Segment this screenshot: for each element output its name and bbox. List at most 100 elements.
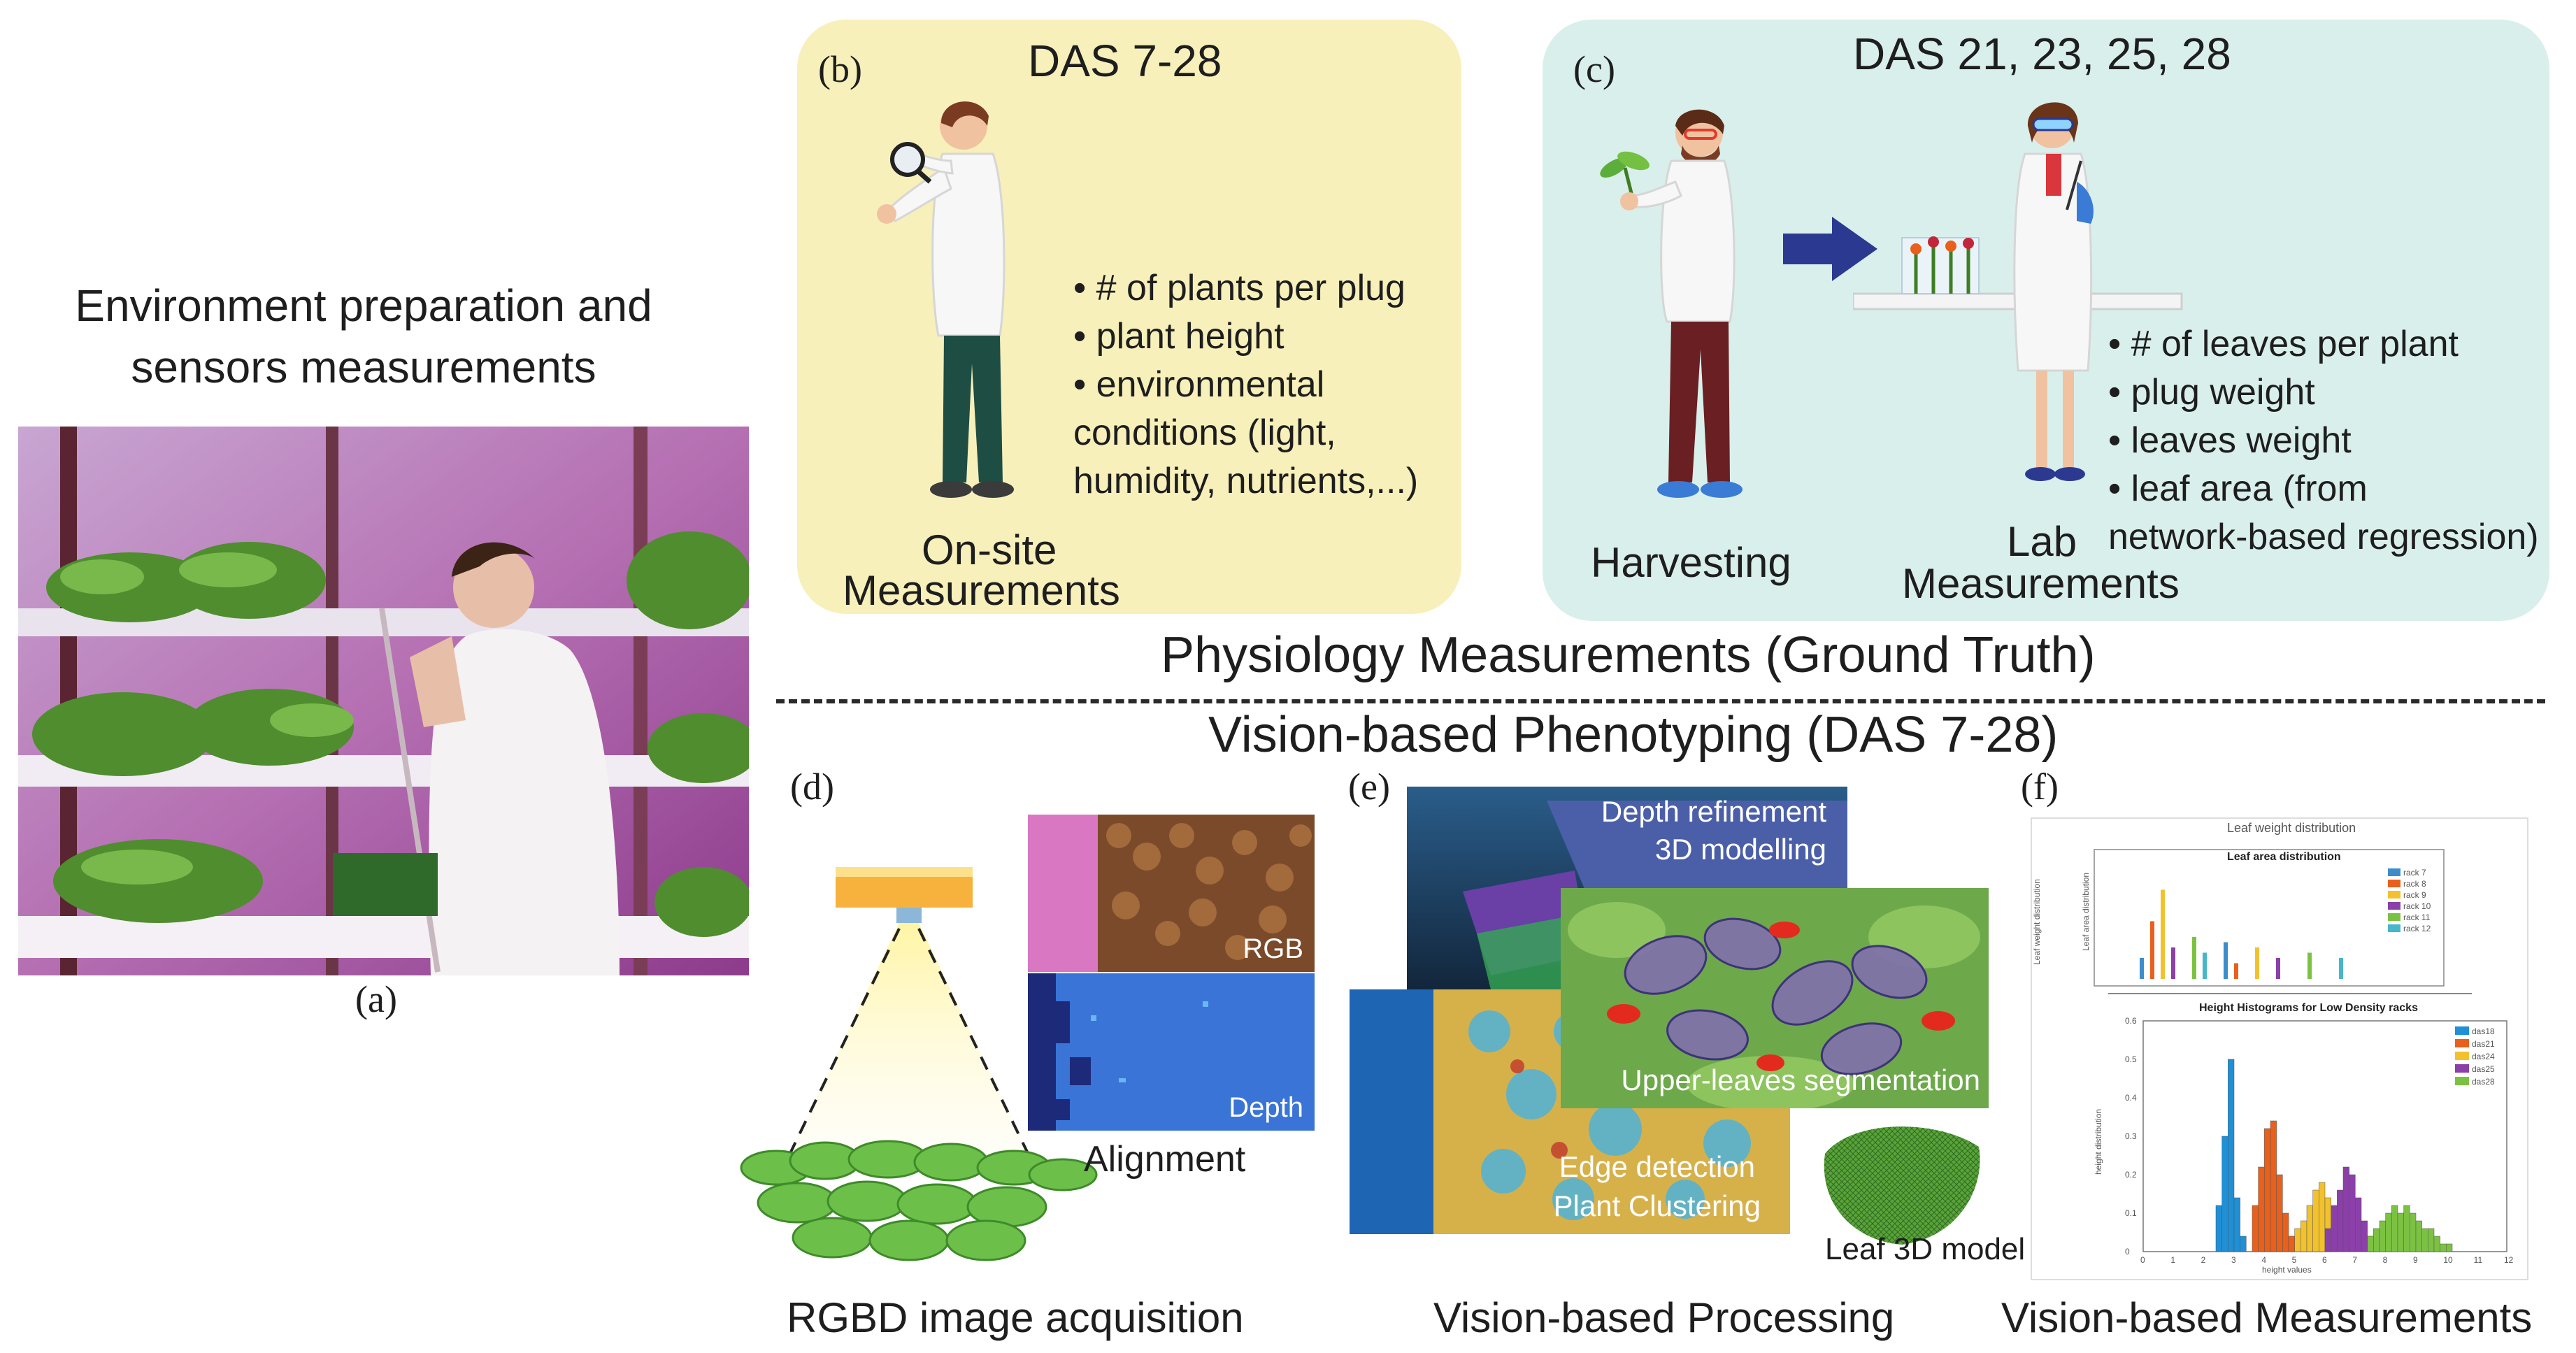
legend-swatch-das25 xyxy=(2455,1064,2469,1073)
panel-c-label: (c) xyxy=(1573,48,1615,90)
height-bar-das25 xyxy=(2355,1197,2362,1252)
legend-label-das28: das28 xyxy=(2472,1077,2495,1087)
panel-a-title-line2: sensors measurements xyxy=(131,342,596,392)
leaf-legend-swatch-1 xyxy=(2388,880,2400,887)
leaf-legend-label-3: rack 10 xyxy=(2403,901,2431,911)
height-xtick: 12 xyxy=(2504,1255,2514,1265)
height-bar-das21 xyxy=(2282,1212,2289,1252)
rgb-label: RGB xyxy=(1243,933,1303,964)
height-ytick: 0.4 xyxy=(2125,1093,2137,1103)
height-bar-das28 xyxy=(2446,1243,2453,1252)
physiology-section-title: Physiology Measurements (Ground Truth) xyxy=(1161,627,2096,683)
leaf-legend-label-1: rack 8 xyxy=(2403,879,2426,889)
height-xtick: 7 xyxy=(2352,1255,2357,1265)
panel-b-bullet-1: • # of plants per plug xyxy=(1073,268,1405,308)
height-xtick: 2 xyxy=(2201,1255,2206,1265)
leaf-weight-title: Leaf weight distribution xyxy=(2227,821,2356,835)
leaf-legend-swatch-4 xyxy=(2388,913,2400,921)
leaf-legend-label-2: rack 9 xyxy=(2403,890,2426,900)
panel-b-bullet-2: • plant height xyxy=(1073,316,1285,357)
height-xtick: 1 xyxy=(2170,1255,2175,1265)
harvesting-caption: Harvesting xyxy=(1591,539,1791,586)
height-bar-das28 xyxy=(2367,1236,2374,1252)
height-bar-das21 xyxy=(2258,1166,2265,1252)
height-bar-das28 xyxy=(2379,1220,2386,1252)
depth-image: Depth xyxy=(1028,973,1315,1131)
edge-detection-label: Edge detection xyxy=(1559,1150,1755,1183)
leaf-area-bar xyxy=(2171,947,2175,979)
height-bar-das28 xyxy=(2440,1243,2447,1252)
leaf-area-bar xyxy=(2140,958,2144,979)
panel-c-bullet-1: • # of leaves per plant xyxy=(2108,324,2459,364)
camera-illustration xyxy=(734,867,1126,1273)
legend-label-das21: das21 xyxy=(2472,1039,2495,1049)
height-xtick: 11 xyxy=(2474,1255,2483,1265)
height-xtick: 3 xyxy=(2231,1255,2236,1265)
scientist-harvesting-illustration xyxy=(1580,91,1769,503)
panel-b-title: DAS 7-28 xyxy=(1028,36,1222,86)
leaf-weight-ylabel: Leaf weight distribution xyxy=(2032,879,2042,965)
leaf-legend-label-5: rack 12 xyxy=(2403,924,2431,933)
leaf-area-bar xyxy=(2161,889,2165,979)
panel-c-bullet-3: • leaves weight xyxy=(2108,420,2352,461)
panel-b-caption-line1: On-site xyxy=(922,527,1057,573)
leaf-legend-swatch-5 xyxy=(2388,924,2400,932)
panel-b-bullet-5: humidity, nutrients,...) xyxy=(1073,461,1419,501)
panel-e-label: (e) xyxy=(1348,766,1390,808)
legend-label-das25: das25 xyxy=(2472,1064,2495,1074)
height-bar-das18 xyxy=(2240,1236,2247,1252)
height-xtick: 6 xyxy=(2322,1255,2327,1265)
height-xtick: 8 xyxy=(2383,1255,2388,1265)
panel-b-label: (b) xyxy=(818,48,862,90)
panel-c-bullet-2: • plug weight xyxy=(2108,372,2315,413)
height-ytick: 0.1 xyxy=(2125,1208,2137,1218)
panel-a-label: (a) xyxy=(355,978,397,1020)
legend-swatch-das18 xyxy=(2455,1026,2469,1035)
height-bar-das28 xyxy=(2421,1228,2428,1252)
leaf-3d-model-image xyxy=(1811,1112,1993,1252)
leaf-3d-model-label: Leaf 3D model xyxy=(1825,1232,2026,1266)
height-bar-das24 xyxy=(2312,1189,2319,1252)
dashed-divider xyxy=(776,699,2545,703)
leaf-area-bar xyxy=(2255,947,2259,979)
plant-clustering-label: Plant Clustering xyxy=(1553,1189,1761,1222)
height-ylabel: height distribution xyxy=(2094,1109,2103,1175)
leaf-area-bar xyxy=(2234,963,2238,979)
height-xtick: 5 xyxy=(2292,1255,2297,1265)
segmentation-image: Upper-leaves segmentation xyxy=(1561,888,1989,1108)
histogram-chart-stack: Leaf weight distribution Leaf weight dis… xyxy=(2024,811,2538,1287)
height-bar-das25 xyxy=(2337,1189,2344,1252)
height-bar-das21 xyxy=(2270,1120,2277,1252)
height-bar-das21 xyxy=(2288,1236,2295,1252)
modelling-label: 3D modelling xyxy=(1654,833,1826,866)
leaf-area-title: Leaf area distribution xyxy=(2227,851,2341,863)
legend-swatch-das24 xyxy=(2455,1052,2469,1060)
height-bar-das28 xyxy=(2385,1212,2392,1252)
lab-scientist-illustration xyxy=(1852,84,2189,503)
lab-caption-line1: Lab xyxy=(2007,518,2077,565)
leaf-legend-swatch-3 xyxy=(2388,902,2400,910)
height-bar-das28 xyxy=(2428,1228,2435,1252)
panel-a-title-line1: Environment preparation and xyxy=(75,280,652,331)
height-bar-das25 xyxy=(2342,1166,2349,1252)
leaf-area-ylabel: Leaf area distribution xyxy=(2081,873,2091,951)
leaf-area-bar xyxy=(2276,958,2280,979)
panel-d-label: (d) xyxy=(790,766,834,808)
leaf-area-bar xyxy=(2224,942,2228,979)
height-xtick: 0 xyxy=(2140,1255,2145,1265)
height-bar-das28 xyxy=(2373,1228,2380,1252)
leaf-area-bar xyxy=(2339,958,2343,979)
segmentation-label: Upper-leaves segmentation xyxy=(1621,1064,1980,1096)
height-bar-das28 xyxy=(2415,1220,2422,1252)
leaf-area-bar xyxy=(2192,937,2196,979)
panel-c-title: DAS 21, 23, 25, 28 xyxy=(1853,29,2231,79)
panel-b-background xyxy=(797,20,1461,614)
panel-c-bullet-5: network-based regression) xyxy=(2108,517,2539,557)
leaf-area-bar xyxy=(2307,952,2312,979)
height-bar-das18 xyxy=(2228,1059,2235,1252)
height-bar-das24 xyxy=(2319,1182,2326,1252)
panel-c-bullet-4: • leaf area (from xyxy=(2108,468,2368,509)
panel-b-bullet-3: • environmental xyxy=(1073,364,1325,405)
right-arrow-icon xyxy=(1783,217,1877,281)
lab-caption-line2: Measurements xyxy=(1902,560,2180,607)
